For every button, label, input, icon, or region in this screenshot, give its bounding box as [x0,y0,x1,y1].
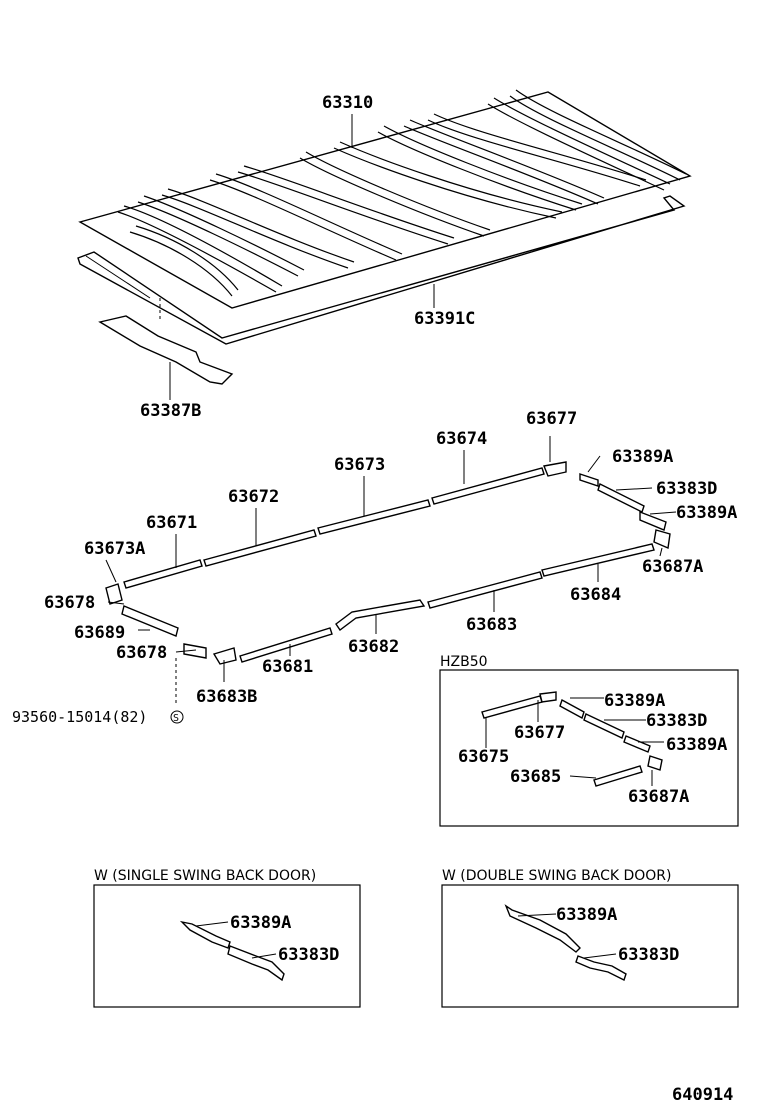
hzb50-inset: HZB50 63389A 63677 63383D 63389A 63675 6… [439,654,739,827]
double-swing-inset: W (DOUBLE SWING BACK DOOR) 63389A 63383D [441,868,739,1008]
double-label-63383D: 63383D [618,945,679,965]
single-title: W (SINGLE SWING BACK DOOR) [94,868,316,884]
label-63389A-2: 63389A [676,503,737,523]
label-63678-b: 63678 [116,643,167,663]
hzb50-pieces [481,691,663,787]
single-label-63389A: 63389A [230,913,291,933]
roof-frame-63391C [77,195,686,345]
label-63682: 63682 [348,637,399,657]
hzb50-label-63383D: 63383D [646,711,707,731]
hzb50-box [439,669,739,827]
svg-text:S: S [173,713,179,724]
moulding-pieces [105,461,671,665]
hzb50-label-63687A: 63687A [628,787,689,807]
hzb50-label-63389A-a: 63389A [604,691,665,711]
diagram-code: 640914 [672,1085,733,1105]
label-63681: 63681 [262,657,313,677]
double-label-63389A: 63389A [556,905,617,925]
label-63672: 63672 [228,487,279,507]
label-63391C: 63391C [414,309,475,329]
single-pieces [179,920,285,982]
label-63673A: 63673A [84,539,145,559]
label-63689: 63689 [74,623,125,643]
double-pieces [504,904,627,981]
pad-63387B [98,315,234,385]
label-63310: 63310 [322,93,373,113]
hzb50-label-63677: 63677 [514,723,565,743]
label-63687A: 63687A [642,557,703,577]
s-mark-icon: S [170,710,184,724]
moulding-assembly: 63677 63674 63673 63672 63671 63673A 636… [12,409,737,726]
label-63683B: 63683B [196,687,257,707]
label-63673: 63673 [334,455,385,475]
roof-bows [117,89,687,297]
label-63677: 63677 [526,409,577,429]
hzb50-label-63389A-b: 63389A [666,735,727,755]
hzb50-label-63685: 63685 [510,767,561,787]
single-label-63383D: 63383D [278,945,339,965]
double-title: W (DOUBLE SWING BACK DOOR) [442,868,671,884]
double-box [441,884,739,1008]
label-63389A-1: 63389A [612,447,673,467]
label-63383D-1: 63383D [656,479,717,499]
label-63684: 63684 [570,585,621,605]
single-swing-inset: W (SINGLE SWING BACK DOOR) 63389A 63383D [93,868,361,1008]
headliner-sheet [78,91,692,309]
single-box [93,884,361,1008]
label-63671: 63671 [146,513,197,533]
label-63387B: 63387B [140,401,201,421]
label-63674: 63674 [436,429,487,449]
label-93560-15014: 93560-15014(82) [12,708,147,726]
headliner-assembly: 63310 63391C 63387B [77,89,692,421]
label-63683: 63683 [466,615,517,635]
hzb50-label-63675: 63675 [458,747,509,767]
hzb50-title: HZB50 [440,654,488,670]
label-63678-a: 63678 [44,593,95,613]
